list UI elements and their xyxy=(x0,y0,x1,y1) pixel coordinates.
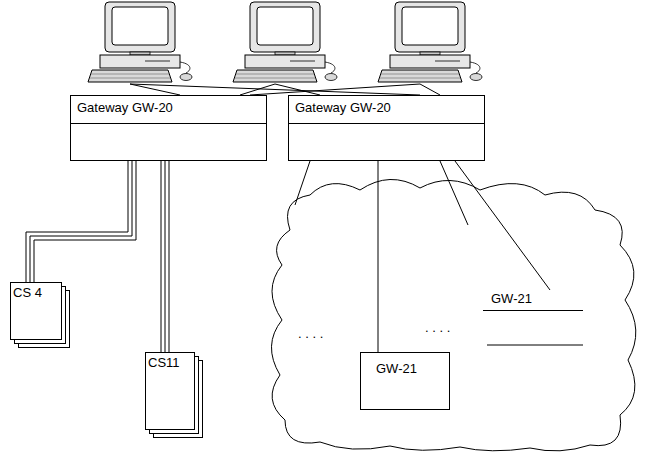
node-label: GW-21 xyxy=(483,290,583,310)
workstation xyxy=(88,2,192,82)
node-label: CS 4 xyxy=(10,282,62,301)
gateway-box: Gateway GW-20 xyxy=(288,95,485,161)
ellipsis-label: . . . . xyxy=(425,320,450,336)
gateway-box: Gateway GW-20 xyxy=(70,95,267,161)
node-label: Gateway GW-20 xyxy=(71,96,266,124)
ellipsis-label: . . . . xyxy=(298,326,323,342)
bus-cable xyxy=(161,161,169,352)
server-stack: CS11 xyxy=(145,352,195,430)
network-link xyxy=(455,161,550,290)
branch-lines xyxy=(295,161,583,345)
network-link xyxy=(378,161,379,352)
node-label: GW-21 xyxy=(361,353,449,377)
workstation xyxy=(378,2,482,82)
node-label: Gateway GW-20 xyxy=(289,96,484,124)
network-links xyxy=(130,84,440,95)
server-stack: CS 4 xyxy=(10,282,62,340)
node-label: CS11 xyxy=(145,352,195,371)
workstation xyxy=(233,2,337,82)
gateway-node: GW-21 xyxy=(483,290,583,311)
bus-cable xyxy=(26,161,136,282)
network-cloud xyxy=(271,179,635,450)
gateway-node: GW-21 xyxy=(360,352,450,410)
